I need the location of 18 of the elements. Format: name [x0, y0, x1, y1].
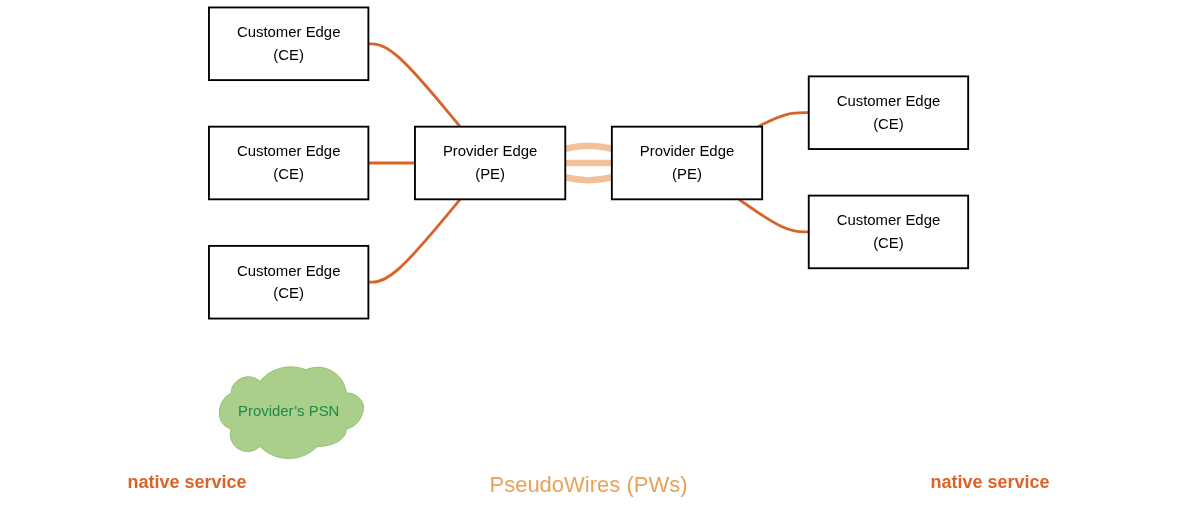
note-text: native service	[127, 472, 247, 494]
node-box: Customer Edge (CE)	[207, 244, 370, 320]
connector	[564, 174, 613, 184]
connector	[757, 111, 809, 128]
connector	[368, 42, 462, 128]
node-box: Customer Edge (CE)	[207, 125, 370, 201]
caption-text: PseudoWires (PWs)	[489, 472, 688, 499]
connector	[738, 198, 809, 234]
node-box: Customer Edge (CE)	[807, 194, 970, 270]
node-box: Customer Edge (CE)	[807, 75, 970, 150]
note-text: native service	[930, 472, 1050, 494]
node-box: Provider Edge (PE)	[413, 125, 567, 201]
connector	[368, 161, 415, 165]
connector	[368, 198, 462, 284]
connector	[565, 159, 612, 167]
connector	[564, 142, 613, 152]
node-box: Customer Edge (CE)	[207, 6, 370, 82]
node-box: Provider Edge (PE)	[610, 125, 764, 201]
